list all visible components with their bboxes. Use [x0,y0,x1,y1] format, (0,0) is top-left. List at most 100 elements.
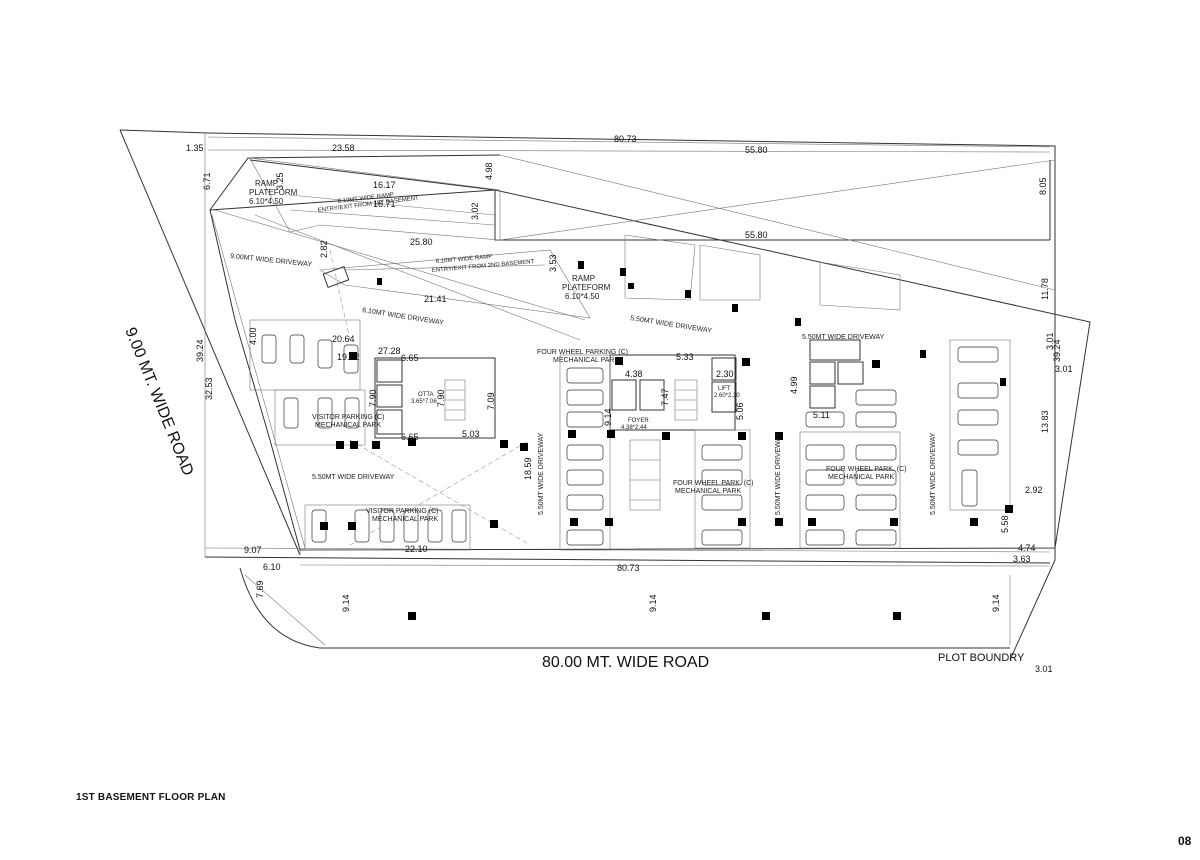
driveway-550-right-label: 5.50MT WIDE DRIVEWAY [802,334,885,341]
side-road-label: 9.00 MT. WIDE ROAD [121,325,196,478]
dim-2-30: 2.30 [716,369,734,379]
driveway-v2-label: 5.50MT WIDE DRIVEWAY [775,432,782,515]
dim-top-overall: 80.73 [614,134,637,144]
ramp-platform-left-1: RAMP [255,179,278,188]
four-wheel-2a: FOUR WHEEL PARK. (C) [673,480,754,487]
four-wheel-1b: MECHANICAL PARK [553,357,619,364]
dim-3-01-c: 3.01 [1035,664,1053,674]
dim-21-41: 21.41 [424,294,447,304]
visitor-parking-2a: VISITOR PARKING (C) [366,508,438,515]
driveway-v3-label: 5.50MT WIDE DRIVEWAY [930,432,937,515]
dim-39-24-left: 39.24 [195,339,205,362]
dim-3-53: 3.53 [548,254,558,272]
driveway-610-label: 6.10MT WIDE DRIVEWAY [362,307,445,327]
driveway-v1-label: 5.50MT WIDE DRIVEWAY [538,432,545,515]
dim-9-07: 9.07 [244,545,262,555]
dim-4-00: 4.00 [248,327,258,345]
dim-3-02: 3.02 [470,202,480,220]
ramp-box [322,266,350,288]
right-core [809,339,864,409]
dim-9-14-core: 9.14 [603,408,613,426]
plot-boundary-label: PLOT BOUNDRY [938,652,1025,664]
structural-columns [320,261,1013,620]
ramp-platform-right-2: PLATEFORM [562,283,611,292]
area-labels: RAMP PLATEFORM 6.10*4.50 RAMP PLATEFORM … [230,179,937,523]
dim-39-24-right: 39.24 [1052,339,1062,362]
dim-3-01-b: 3.01 [1055,364,1073,374]
parking-bays [249,319,1011,551]
four-wheel-2b: MECHANICAL PARK [675,488,741,495]
foyer-dim: 4.38*2.44 [621,425,647,431]
dim-4-74: 4.74 [1018,543,1036,553]
dim-7-09: 7.09 [486,392,496,410]
dim-2-82: 2.82 [319,240,329,258]
dim-25-80: 25.80 [410,237,433,247]
dim-7-90-a: 7.90 [368,389,378,407]
dim-9-14-c: 9.14 [991,594,1001,612]
ramp-platform-left-2: PLATEFORM [249,188,298,197]
ramp-platform-left-3: 6.10*4.50 [249,197,284,206]
visitor-parking-2b: MECHANICAL PARK [372,516,438,523]
dim-8-05: 8.05 [1038,177,1048,195]
lift-dim: 2.60*2.30 [714,393,740,399]
dim-2-92: 2.92 [1025,485,1043,495]
visitor-parking-1b: MECHANICAL PARK [315,422,381,429]
dim-4-98: 4.98 [484,162,494,180]
dim-55-80-top: 55.80 [745,145,768,155]
dim-bottom-overall: 80.73 [617,563,640,573]
dim-3-25: 3.25 [275,172,285,190]
dim-18-59: 18.59 [523,457,533,480]
otta-dim: 3.65*7.06 [411,399,437,405]
ramp-lower [319,249,591,319]
dim-7-47: 7.47 [660,388,670,406]
dim-6-10: 6.10 [263,562,281,572]
ramp-upper [249,157,501,241]
visitor-parking-1a: VISITOR PARKING (C) [312,414,384,421]
dim-3-63: 3.63 [1013,554,1031,564]
dim-5-58: 5.58 [1000,515,1010,533]
page-number: 08 [1178,834,1192,848]
driveway-9-label: 9.00MT WIDE DRIVEWAY [230,253,313,269]
dim-5-33: 5.33 [676,352,694,362]
dim-4-99: 4.99 [789,376,799,394]
foyer-label: FOYER [628,418,649,424]
ramp-lower-text-1: 6.10MT WIDE RAMP [436,254,493,265]
site-outline [119,129,1056,661]
dim-13-83: 13.83 [1040,410,1050,433]
dim-27-28: 27.28 [378,346,401,356]
four-wheel-1a: FOUR WHEEL PARKING (C) [537,349,628,356]
ramp-platform-right-3: 6.10*4.50 [565,292,600,301]
cars [261,334,999,546]
dim-3-01-a: 3.01 [1045,332,1055,350]
main-road-label: 80.00 MT. WIDE ROAD [542,654,709,671]
four-wheel-3b: MECHANICAL PARK [828,474,894,481]
dim-22-10: 22.10 [405,544,428,554]
construction-lines [211,154,1056,646]
dim-4-38: 4.38 [625,369,643,379]
dim-32-53: 32.53 [204,377,214,400]
dim-5-03: 5.03 [462,429,480,439]
service-rooms [624,234,901,311]
dim-55-80-mid: 55.80 [745,230,768,240]
dim-23-58: 23.58 [332,143,355,153]
dim-6-65-bot: 6.65 [401,432,419,442]
dimension-labels: 80.73 80.73 1.35 23.58 55.80 55.80 4.98 … [186,134,1073,674]
lift-label: LIFT [718,386,731,392]
dim-16-17: 16.17 [373,180,396,190]
driveway-550-top-label: 5.50MT WIDE DRIVEWAY [630,315,713,335]
ramp-platform-right-1: RAMP [572,274,595,283]
dim-16-71: 16.71 [373,199,396,209]
dim-20-64: 20.64 [332,334,355,344]
dim-6-65-top: 6.65 [401,353,419,363]
four-wheel-3a: FOUR WHEEL PARK. (C) [826,466,907,473]
dim-9-14-a: 9.14 [341,594,351,612]
otta-label: OTTA [418,392,434,398]
drawing-title: 1ST BASEMENT FLOOR PLAN [76,792,226,803]
dim-6-71: 6.71 [202,172,212,190]
dim-11-78: 11.78 [1040,278,1050,300]
dim-5-06: 5.06 [735,402,745,420]
dim-5-11: 5.11 [813,410,830,420]
driveway-550-left-label: 5.50MT WIDE DRIVEWAY [312,474,395,481]
dim-7-69: 7.69 [255,580,265,598]
